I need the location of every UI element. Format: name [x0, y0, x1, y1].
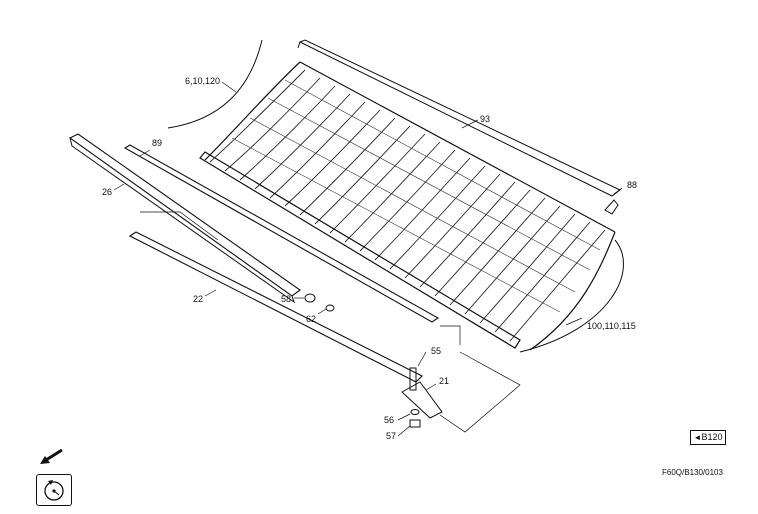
drawing-code: F60Q/B130/0103: [662, 468, 723, 477]
washer-62: [325, 304, 335, 312]
reference-text: B120: [701, 432, 723, 442]
label-22: 22: [193, 294, 204, 304]
washer-56: [410, 409, 420, 415]
label-57: 57: [386, 431, 397, 441]
concave-outline-top: [299, 61, 616, 233]
concave-front-rail: [199, 151, 521, 349]
reference-box[interactable]: ◄B120: [690, 430, 726, 445]
tube-22: [128, 231, 423, 383]
label-26: 26: [102, 187, 113, 197]
bar-89: [123, 144, 440, 323]
label-21: 21: [439, 376, 450, 386]
bolt-55: [409, 367, 417, 391]
label-88: 88: [627, 180, 638, 190]
concave-outline-right: [529, 231, 616, 351]
label-62: 62: [306, 314, 317, 324]
rotation-symbol-icon: [44, 480, 64, 501]
bushing-58: [304, 293, 316, 303]
label-55: 55: [431, 346, 442, 356]
label-56: 56: [384, 415, 395, 425]
bracket-88: [604, 199, 619, 215]
label-100-110-115: 100,110,115: [587, 321, 636, 331]
rail-26: [68, 133, 301, 297]
shim-21: [401, 381, 443, 419]
label-93: 93: [480, 114, 491, 124]
arrow-left-icon: ◄: [693, 433, 702, 442]
label-6-10-120: 6,10,120: [185, 76, 221, 86]
right-end-arc: [519, 239, 624, 353]
rotation-symbol-badge: [36, 474, 72, 506]
label-89: 89: [152, 138, 163, 148]
arrow-down-left-icon: [40, 448, 63, 464]
nut-57: [409, 419, 421, 428]
housing-arc: [167, 39, 263, 129]
cover-plate: [298, 39, 621, 197]
label-58: 58: [281, 294, 292, 304]
concave-outline-left: [204, 61, 301, 161]
